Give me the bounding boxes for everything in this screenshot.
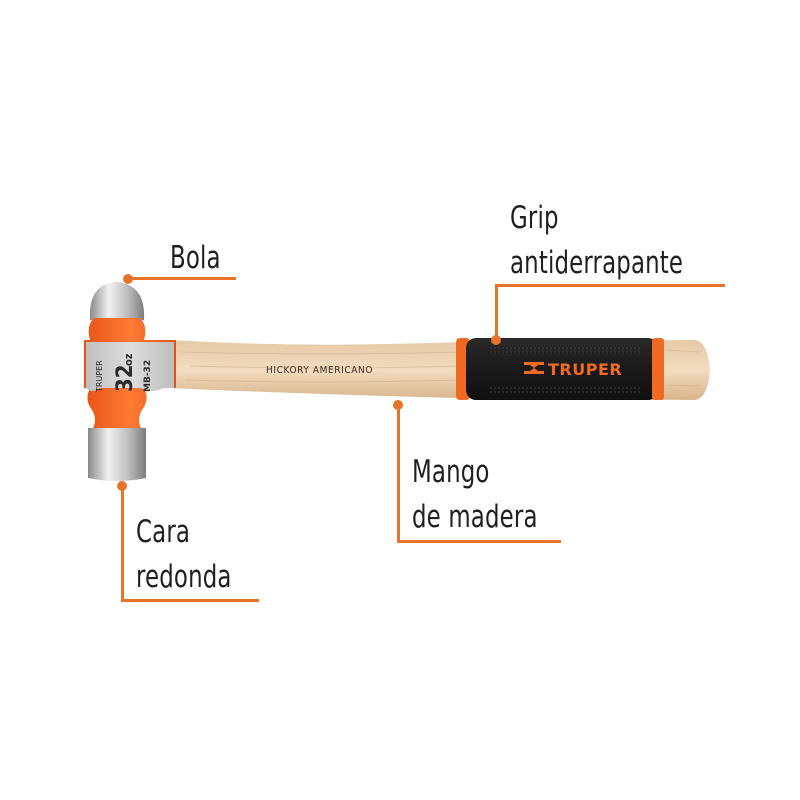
callout-dot-grip: [491, 335, 501, 345]
callout-line-grip-horizontal: [495, 284, 725, 287]
rubber-grip: [466, 338, 658, 400]
label-mango-line2: de madera: [412, 499, 538, 535]
truper-logo-icon: [524, 362, 544, 374]
handle-wood-text: HICKORY AMERICANO: [266, 365, 373, 376]
grip-collar-right: [652, 338, 664, 400]
head-label-plate: [86, 342, 174, 391]
head-model-text: MB-32: [143, 360, 153, 392]
label-cara-line1: Cara: [136, 514, 191, 550]
round-face: [88, 428, 146, 481]
label-grip-line1: Grip: [510, 200, 559, 236]
label-bola: Bola: [170, 240, 221, 276]
callout-line-bola: [128, 277, 236, 280]
callout-line-mango-horizontal: [397, 540, 561, 543]
head-weight-number: 32: [113, 364, 138, 392]
head-weight-unit: oz: [122, 353, 135, 366]
grip-brand-text: TRUPER: [548, 360, 622, 379]
label-cara-line2: redonda: [136, 559, 232, 595]
callout-line-cara-horizontal: [121, 599, 259, 602]
callout-line-grip-vertical: [495, 284, 498, 338]
label-mango-line1: Mango: [412, 454, 490, 490]
callout-line-mango-vertical: [397, 405, 400, 542]
label-grip-line2: antiderrapante: [510, 245, 684, 281]
head-brand-text: TRUPER: [95, 360, 104, 393]
ball-peen: [89, 282, 145, 320]
callout-line-cara-vertical: [121, 486, 124, 602]
